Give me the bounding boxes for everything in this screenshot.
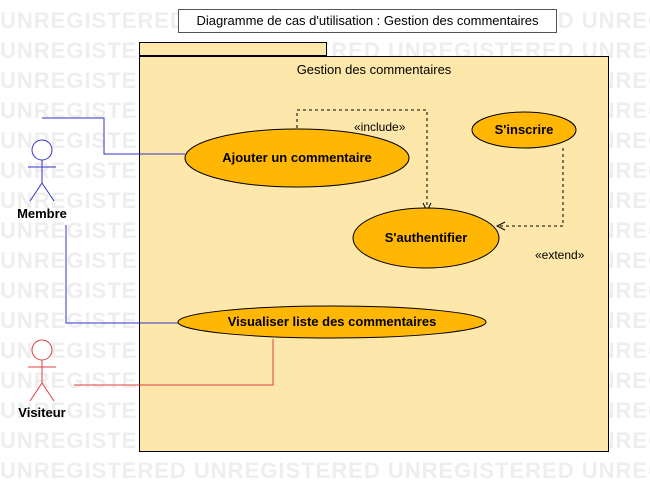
use-case-label: Ajouter un commentaire [222,150,372,165]
include-arrow[interactable] [296,109,427,211]
actor-visiteur-figure[interactable] [28,339,56,402]
diagram-title: Diagramme de cas d'utilisation : Gestion… [178,9,557,33]
association-membre-ajouter[interactable] [42,117,185,155]
use-case-authentifier[interactable] [352,207,500,269]
include-stereotype: «include» [354,120,406,134]
association-visiteur-visualiser[interactable] [74,339,274,386]
extend-arrow[interactable] [497,148,564,226]
actor-membre-label: Membre [17,206,67,221]
use-case-visualiser-liste[interactable] [177,305,487,339]
use-case-ajouter-commentaire[interactable] [184,128,410,188]
extend-stereotype: «extend» [535,248,585,262]
use-case-inscrire[interactable] [471,111,577,149]
actor-visiteur-label: Visiteur [18,405,66,420]
actor-membre-figure[interactable] [28,139,56,202]
association-membre-visualiser[interactable] [65,225,178,324]
use-case-label: Visualiser liste des commentaires [227,314,437,329]
use-case-label: S'authentifier [384,230,468,245]
package-tab [139,42,327,56]
use-case-label: S'inscrire [494,122,554,137]
package-name: Gestion des commentaires [296,62,452,77]
watermark-line: UNREGISTERED UNREGISTERED UNREGISTERED U… [0,458,650,483]
